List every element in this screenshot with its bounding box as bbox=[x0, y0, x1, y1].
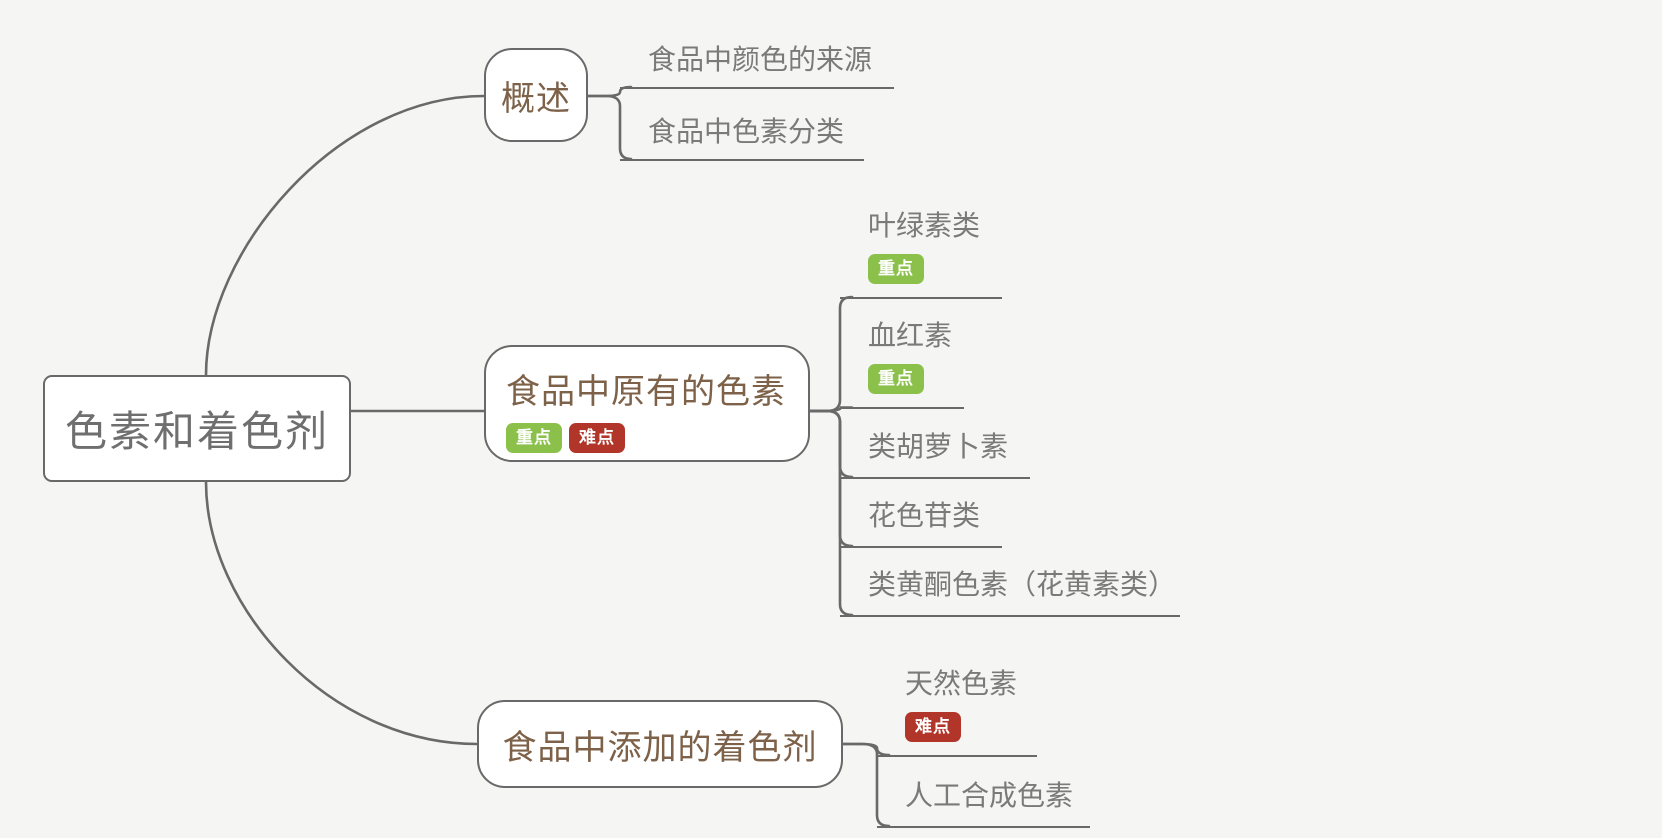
connector-root-to-added-colorants bbox=[204, 480, 479, 746]
branch-topic-overview[interactable]: 概述 bbox=[484, 48, 588, 142]
subtopic-chlorophylls[interactable]: 叶绿素类 重点 bbox=[840, 210, 1002, 299]
subtopic-flavonoid-pigments[interactable]: 类黄酮色素（花黄素类） bbox=[840, 569, 1180, 617]
root-topic[interactable]: 色素和着色剂 bbox=[43, 375, 351, 482]
root-topic-label: 色素和着色剂 bbox=[64, 407, 329, 456]
subtopic-label: 食品中色素分类 bbox=[648, 115, 845, 148]
badge-difficult-point[interactable]: 难点 bbox=[569, 423, 625, 453]
subtopic-label: 叶绿素类 bbox=[868, 209, 981, 242]
subtopic-label: 天然色素 bbox=[905, 667, 1018, 700]
subtopic-food-pigment-classification[interactable]: 食品中色素分类 bbox=[620, 116, 864, 161]
subtopic-label: 类黄酮色素（花黄素类） bbox=[868, 568, 1177, 601]
badge-key-point[interactable]: 重点 bbox=[868, 254, 924, 284]
subtopic-label: 人工合成色素 bbox=[905, 779, 1074, 812]
subtopic-synthetic-pigments[interactable]: 人工合成色素 bbox=[877, 780, 1090, 828]
subtopic-natural-pigments[interactable]: 天然色素 难点 bbox=[877, 668, 1037, 757]
branch-topic-overview-label: 概述 bbox=[501, 78, 571, 119]
subtopic-label: 花色苷类 bbox=[868, 499, 981, 532]
connector-root-to-overview bbox=[204, 94, 486, 377]
badge-key-point[interactable]: 重点 bbox=[868, 364, 924, 394]
subtopic-food-color-source[interactable]: 食品中颜色的来源 bbox=[620, 44, 894, 89]
subtopic-label: 类胡萝卜素 bbox=[868, 430, 1009, 463]
branch-topic-added-colorants-label: 食品中添加的着色剂 bbox=[502, 727, 818, 768]
subtopic-label: 食品中颜色的来源 bbox=[648, 43, 873, 76]
badge-key-point[interactable]: 重点 bbox=[506, 423, 562, 453]
subtopic-label: 血红素 bbox=[868, 319, 953, 352]
subtopic-heme[interactable]: 血红素 重点 bbox=[840, 320, 964, 409]
branch-topic-original-pigments-label: 食品中原有的色素 bbox=[506, 372, 786, 412]
branch-topic-added-colorants[interactable]: 食品中添加的着色剂 bbox=[477, 700, 843, 788]
subtopic-anthocyanins[interactable]: 花色苷类 bbox=[840, 500, 1002, 548]
badge-row: 重点 难点 bbox=[506, 423, 790, 453]
badge-difficult-point[interactable]: 难点 bbox=[905, 712, 961, 742]
subtopic-carotenoids[interactable]: 类胡萝卜素 bbox=[840, 431, 1030, 479]
branch-topic-original-pigments[interactable]: 食品中原有的色素 重点 难点 bbox=[484, 345, 810, 462]
